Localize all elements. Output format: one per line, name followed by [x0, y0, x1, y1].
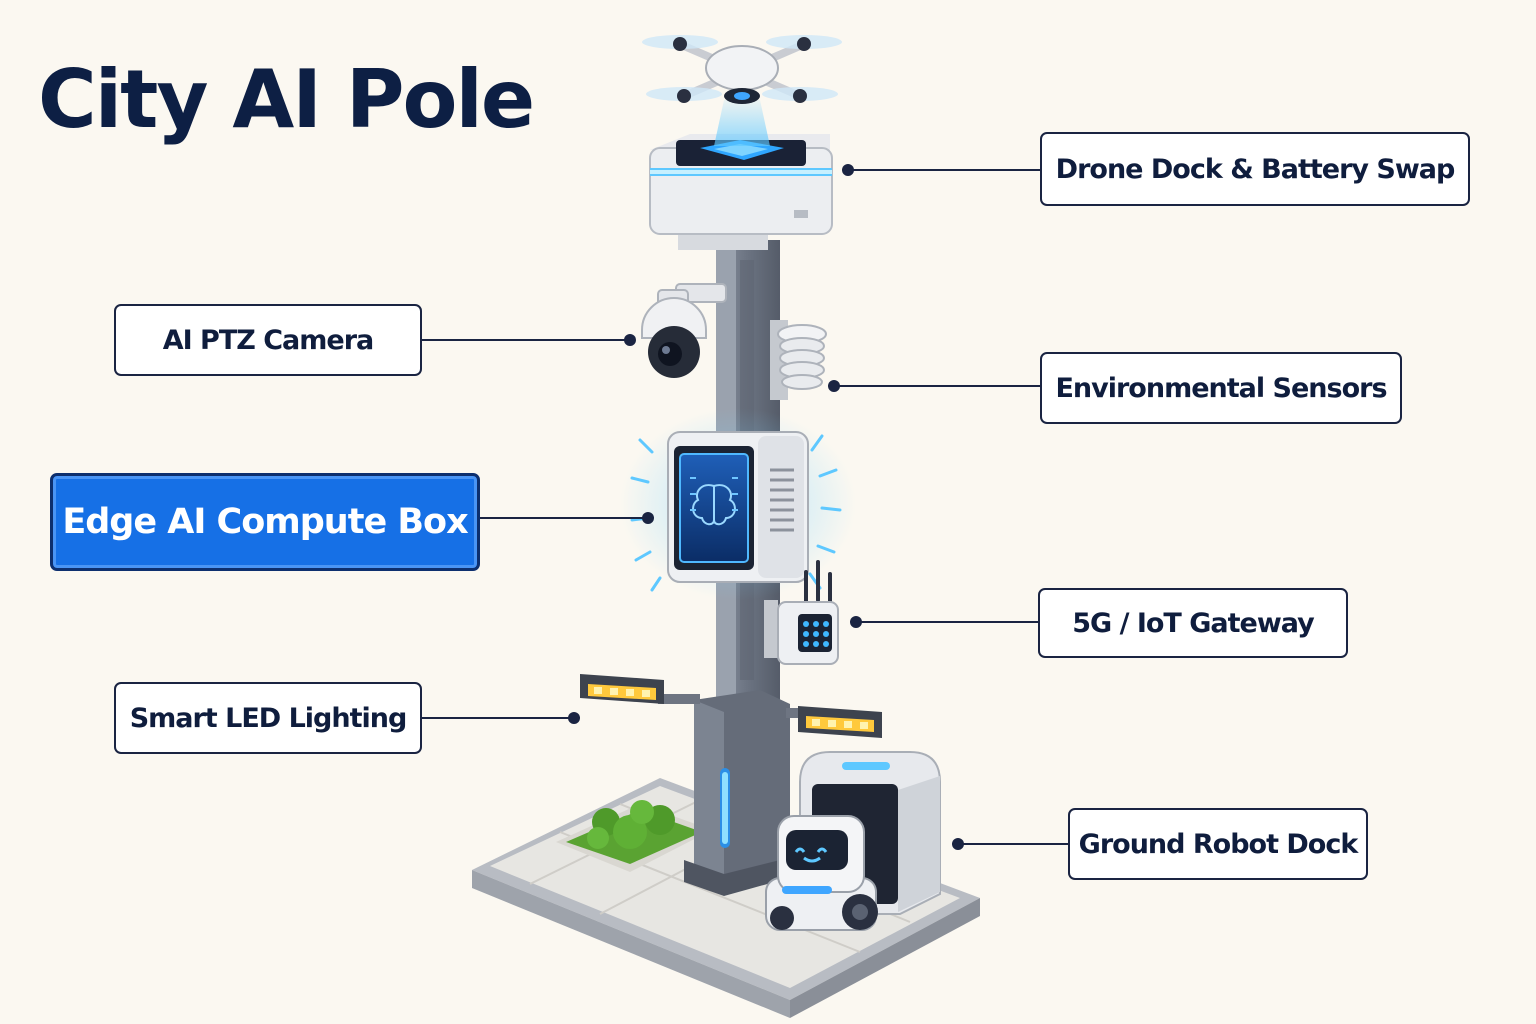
- iot-gateway: [764, 560, 839, 665]
- label-led-lighting: Smart LED Lighting: [114, 682, 422, 754]
- edge-compute-box: [620, 408, 856, 600]
- page-title: City AI Pole: [38, 53, 535, 146]
- label-iot-gateway: 5G / IoT Gateway: [1038, 588, 1348, 658]
- planter-grass: [556, 800, 712, 872]
- ground-robot: [765, 815, 878, 931]
- environmental-sensors: [770, 320, 827, 400]
- ptz-camera: [641, 283, 727, 378]
- connector-lines: [420, 164, 1070, 850]
- drone-dock: [649, 100, 833, 250]
- label-environmental-sensors: Environmental Sensors: [1040, 352, 1402, 424]
- label-ptz-camera: AI PTZ Camera: [114, 304, 422, 376]
- label-drone-dock: Drone Dock & Battery Swap: [1040, 132, 1470, 206]
- led-lights: [580, 674, 882, 738]
- drone: [642, 35, 842, 104]
- label-robot-dock: Ground Robot Dock: [1068, 808, 1368, 880]
- label-edge-compute: Edge AI Compute Box: [50, 473, 480, 571]
